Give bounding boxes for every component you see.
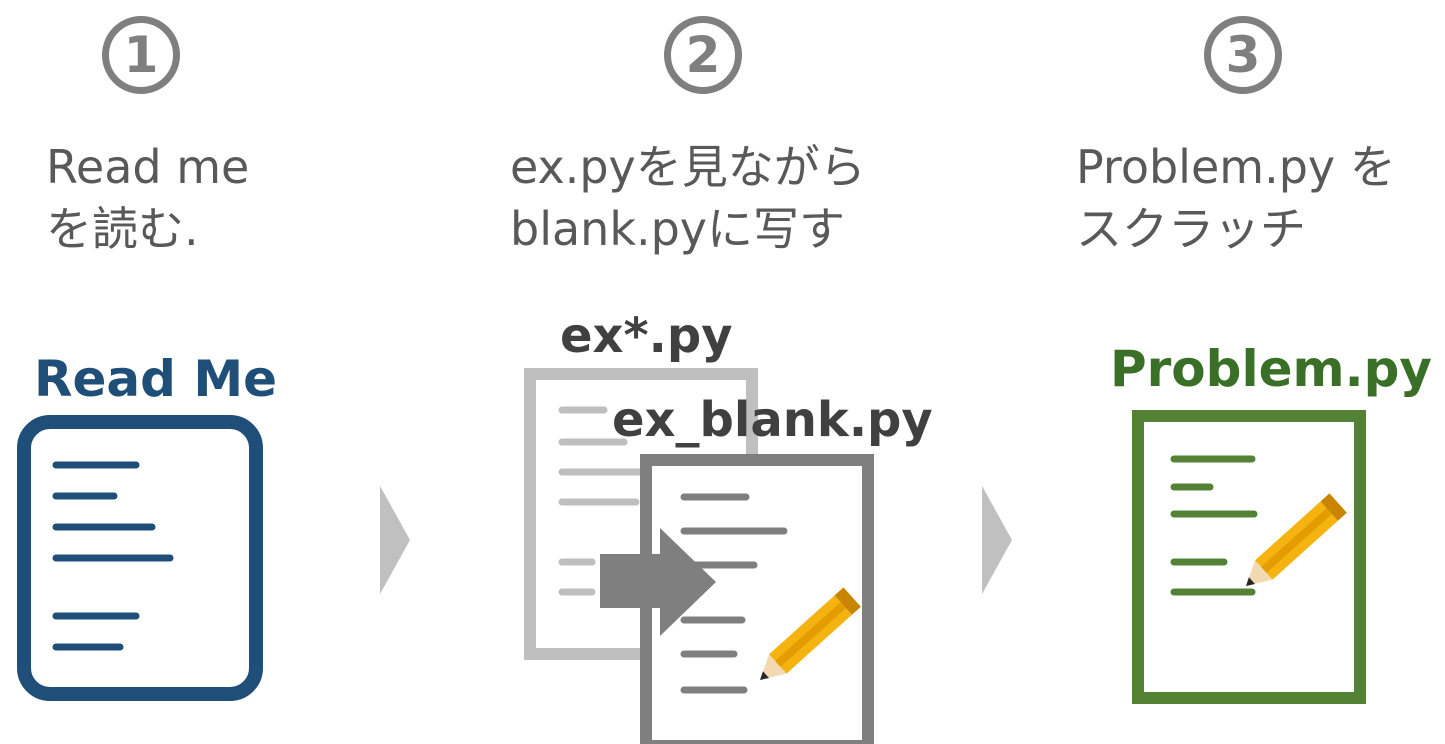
step-1-number: 1 xyxy=(102,16,180,94)
copy-arrow-icon xyxy=(600,528,716,636)
blank-file-label: ex_blank.py xyxy=(612,392,933,448)
chevron-right-icon xyxy=(380,486,410,594)
problem-document-icon xyxy=(1132,410,1366,704)
pencil-icon xyxy=(1246,493,1347,586)
step-3-number: 3 xyxy=(1204,16,1282,94)
step-2-description: ex.pyを見ながら blank.pyに写す xyxy=(510,140,866,256)
step-2-number: 2 xyxy=(664,16,742,94)
step-3-description: Problem.py を スクラッチ xyxy=(1076,140,1396,256)
readme-label: Read Me xyxy=(34,350,278,408)
pencil-icon xyxy=(760,587,861,680)
example-file-label: ex*.py xyxy=(560,308,733,364)
step-1-description: Read me を読む. xyxy=(46,140,250,256)
chevron-right-icon xyxy=(982,486,1012,594)
problem-file-label: Problem.py xyxy=(1110,340,1432,398)
readme-document-icon xyxy=(17,415,263,701)
